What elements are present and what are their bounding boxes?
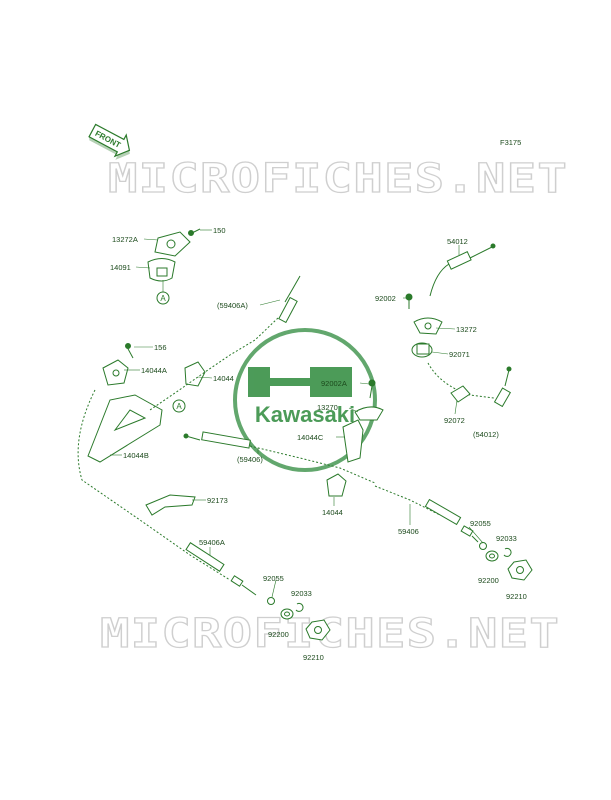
label-92071: 92071: [449, 350, 470, 359]
clip-92033-left: [295, 602, 304, 612]
label-54012-paren: (54012): [473, 430, 499, 439]
plate-13272: [413, 317, 443, 335]
label-150: 150: [213, 226, 226, 235]
plate-13270: [354, 406, 384, 421]
label-92072: 92072: [444, 416, 465, 425]
front-arrow-icon: FRONT: [88, 123, 131, 160]
plate-92072: [450, 385, 471, 403]
holder-14044c: [342, 419, 364, 463]
label-92200-right: 92200: [478, 576, 499, 585]
label-92210-right: 92210: [506, 592, 527, 601]
clip-92033-right: [503, 547, 512, 557]
label-13270: 13270: [317, 403, 338, 412]
nut-92210-right: [507, 559, 533, 581]
cable-59406-middle: [183, 431, 376, 484]
label-14044b: 14044B: [123, 451, 149, 460]
label-59406-paren: (59406): [237, 455, 263, 464]
label-92033-left: 92033: [291, 589, 312, 598]
logo-text: Kawasaki: [255, 402, 355, 427]
ref-marker-a-mid: A: [172, 399, 186, 413]
bolt-92002a: [368, 379, 376, 399]
holder-14044-upper: [184, 361, 206, 387]
label-92055-right: 92055: [470, 519, 491, 528]
label-92033-right: 92033: [496, 534, 517, 543]
label-59406: 59406: [398, 527, 419, 536]
svg-text:A: A: [176, 402, 182, 411]
bolt-92002: [405, 293, 413, 309]
part-labels: 13272A 150 14091 (59406A) 156 14044A 140…: [110, 226, 527, 662]
nut-92055-left: [267, 597, 275, 605]
label-92002a: 92002A: [321, 379, 347, 388]
ref-marker-a-top: A: [156, 280, 170, 305]
label-13272a: 13272A: [112, 235, 138, 244]
switch-92071: [411, 342, 433, 358]
bracket-14044b: [87, 394, 163, 463]
gasket-13272a: [154, 231, 191, 257]
nut-92055-right: [479, 542, 487, 550]
diagram-id: F3175: [500, 138, 521, 147]
label-156: 156: [154, 343, 167, 352]
svg-text:A: A: [160, 294, 166, 303]
leader-lines: [110, 229, 484, 598]
label-14044c: 14044C: [297, 433, 324, 442]
holder-14044a: [102, 359, 129, 386]
label-92173: 92173: [207, 496, 228, 505]
label-14044-upper: 14044: [213, 374, 234, 383]
label-14044a: 14044A: [141, 366, 167, 375]
kawasaki-logo: Kawasaki: [233, 328, 377, 472]
cable-59406a-lower: [77, 389, 257, 596]
holder-14091: [147, 258, 176, 282]
washer-92200-left: [280, 608, 294, 620]
watermark-bottom: MICROFICHES.NET: [100, 611, 560, 657]
label-14044-lower: 14044: [322, 508, 343, 517]
bracket-92173: [145, 494, 196, 516]
label-14091: 14091: [110, 263, 131, 272]
label-92055-left: 92055: [263, 574, 284, 583]
cable-59406-right: [374, 485, 479, 543]
cable-54012: [429, 243, 496, 297]
holder-14044-lower: [326, 473, 347, 497]
label-54012: 54012: [447, 237, 468, 246]
label-59406a-lower: 59406A: [199, 538, 225, 547]
cable-59406a-upper: [149, 275, 301, 411]
label-92200-left: 92200: [268, 630, 289, 639]
label-59406a-upper: (59406A): [217, 301, 248, 310]
watermark-top: MICROFICHES.NET: [108, 156, 568, 202]
bolt-150: [188, 228, 201, 236]
washer-92200-right: [485, 550, 499, 562]
label-92002: 92002: [375, 294, 396, 303]
label-13272: 13272: [456, 325, 477, 334]
bolt-156: [125, 343, 134, 359]
cable-54012-lower: [427, 362, 512, 408]
label-92210-left: 92210: [303, 653, 324, 662]
nut-92210-left: [305, 619, 331, 641]
